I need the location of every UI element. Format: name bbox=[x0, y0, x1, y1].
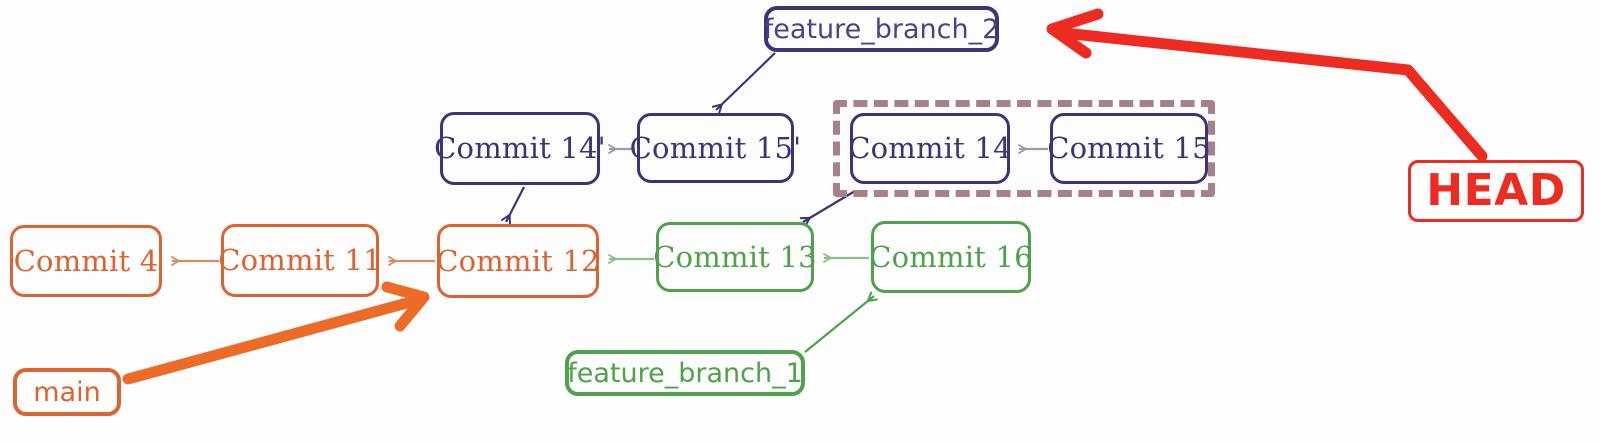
commit-label: Commit 16 bbox=[869, 239, 1033, 274]
commit-label: Commit 14' bbox=[434, 131, 606, 165]
commit-label: Commit 12 bbox=[436, 243, 600, 278]
commit-label: Commit 13 bbox=[653, 239, 817, 274]
branch-label-text: feature_branch_2 bbox=[763, 13, 1000, 45]
edge-feature-branch-1-to-commit-16 bbox=[804, 291, 878, 353]
commit-label: Commit 15 bbox=[1047, 131, 1211, 165]
commit-node-commit-14-prime[interactable]: Commit 14' bbox=[434, 112, 606, 185]
commit-label: Commit 15' bbox=[629, 130, 802, 165]
branch-label-text: feature_branch_1 bbox=[567, 357, 803, 389]
commit-label: Commit 4 bbox=[13, 243, 159, 278]
commit-node-commit-15-prime[interactable]: Commit 15' bbox=[630, 113, 801, 183]
commit-node-commit-15[interactable]: Commit 15 bbox=[1047, 113, 1211, 184]
branch-label-main[interactable]: main bbox=[13, 368, 121, 416]
commit-label: Commit 11 bbox=[218, 243, 382, 277]
branch-label-feature-branch-2[interactable]: feature_branch_2 bbox=[764, 6, 999, 52]
edge-feature-branch-2-to-commit-15p bbox=[711, 52, 776, 115]
edge-main-to-commit-12 bbox=[122, 281, 430, 385]
branch-label-feature-branch-1[interactable]: feature_branch_1 bbox=[565, 350, 805, 396]
head-label: HEAD bbox=[1426, 165, 1566, 216]
commit-node-commit-11[interactable]: Commit 11 bbox=[218, 224, 382, 297]
head-pointer-box[interactable]: HEAD bbox=[1408, 160, 1584, 222]
branch-label-text: main bbox=[33, 376, 101, 408]
commit-node-commit-12[interactable]: Commit 12 bbox=[436, 224, 600, 298]
edge-commit-14p-to-commit-12 bbox=[500, 186, 525, 226]
commit-node-commit-4[interactable]: Commit 4 bbox=[10, 225, 162, 297]
commit-node-commit-13[interactable]: Commit 13 bbox=[653, 222, 817, 292]
commit-label: Commit 14 bbox=[848, 131, 1012, 165]
commit-node-commit-16[interactable]: Commit 16 bbox=[869, 221, 1033, 293]
commit-node-commit-14[interactable]: Commit 14 bbox=[848, 113, 1012, 184]
